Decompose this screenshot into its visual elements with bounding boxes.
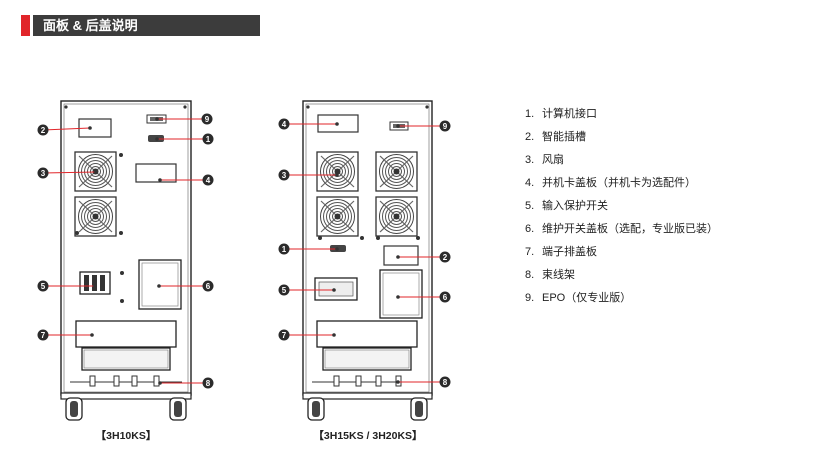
callout-number: 3 [41, 169, 46, 178]
callout-right-1: 1 [278, 243, 339, 255]
callout-right-6: 6 [396, 291, 451, 303]
caption-left: 【3H10KS】 [96, 429, 157, 442]
callout-number: 1 [206, 135, 211, 144]
callout-number: 5 [41, 282, 46, 291]
legend-item: 9.EPO（仅专业版） [525, 292, 632, 304]
callout-left-2: 2 [37, 124, 92, 136]
callout-number: 7 [41, 331, 46, 340]
legend-item: 6.维护开关盖板（选配，专业版已装） [525, 223, 718, 235]
callout-right-7: 7 [278, 329, 336, 341]
callout-left-6: 6 [157, 280, 214, 292]
unit-3h10ks [60, 100, 192, 421]
callout-number: 6 [443, 293, 448, 302]
legend-item: 2.智能插槽 [525, 131, 586, 143]
callout-number: 8 [443, 378, 448, 387]
callout-left-8: 8 [158, 377, 214, 389]
callout-right-9: 9 [396, 120, 451, 132]
callout-right-3: 3 [278, 169, 339, 181]
callout-right-4: 4 [278, 118, 339, 130]
right-callouts: 4 9 3 1 2 5 6 7 8 [278, 118, 451, 388]
callout-number: 9 [205, 115, 210, 124]
callout-left-9: 9 [155, 113, 213, 125]
callout-right-2: 2 [396, 251, 451, 263]
callout-right-5: 5 [278, 284, 336, 296]
callout-number: 1 [282, 245, 287, 254]
legend-item: 5.输入保护开关 [525, 200, 608, 212]
callout-left-1: 1 [155, 133, 214, 145]
callout-number: 2 [443, 253, 448, 262]
callout-number: 9 [443, 122, 448, 131]
callout-number: 4 [282, 120, 287, 129]
legend-item: 4.并机卡盖板（并机卡为选配件） [525, 177, 696, 189]
callout-number: 4 [206, 176, 211, 185]
callout-left-7: 7 [37, 329, 94, 341]
callout-number: 3 [282, 171, 287, 180]
callout-number: 8 [206, 379, 211, 388]
callout-number: 6 [206, 282, 211, 291]
callout-number: 7 [282, 331, 287, 340]
callout-left-3: 3 [37, 167, 98, 179]
header-accent [21, 15, 30, 36]
legend-item: 7.端子排盖板 [525, 246, 597, 258]
legend-item: 1.计算机接口 [525, 108, 597, 120]
legend-item: 8.束线架 [525, 269, 575, 281]
legend-item: 3.风扇 [525, 154, 564, 166]
left-callouts: 9 1 2 3 4 5 6 7 8 [37, 113, 214, 389]
callout-right-8: 8 [396, 376, 451, 388]
callout-number: 5 [282, 286, 287, 295]
legend-list: 1.计算机接口 2.智能插槽 3.风扇 4.并机卡盖板（并机卡为选配件） 5.输… [525, 104, 718, 311]
callout-left-5: 5 [37, 280, 97, 292]
unit-3h15ks-3h20ks [302, 100, 433, 421]
page-title: 面板 & 后盖说明 [33, 15, 260, 36]
callout-number: 2 [41, 126, 46, 135]
caption-right: 【3H15KS / 3H20KS】 [313, 429, 422, 442]
callout-left-4: 4 [158, 174, 214, 186]
